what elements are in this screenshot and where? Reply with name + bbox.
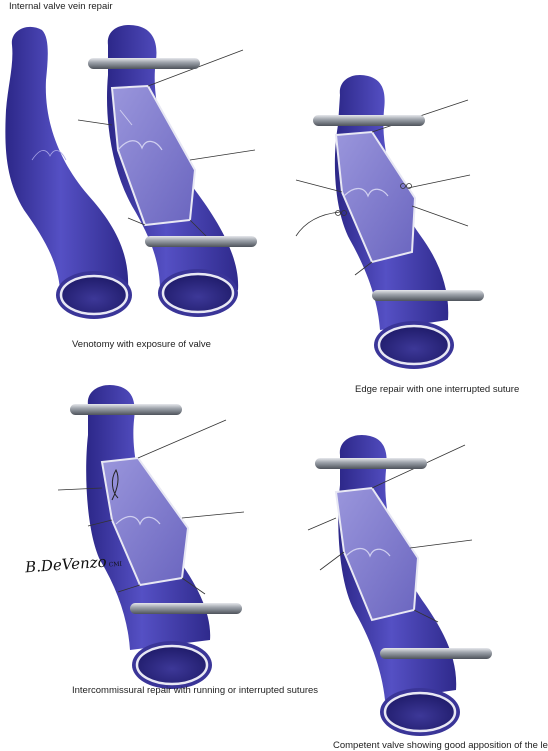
panel-caption-venotomy: Venotomy with exposure of valve [72, 339, 211, 350]
vascular-clamp [315, 458, 492, 659]
signature-suffix: CMI [108, 560, 123, 569]
vascular-clamp [70, 404, 242, 614]
intact-vein [5, 26, 132, 319]
panel-caption-competent-valve: Competent valve showing good apposition … [333, 740, 548, 751]
vascular-clamp [313, 115, 484, 301]
interrupted-suture-knot [335, 183, 412, 216]
suture-lines-3 [57, 419, 245, 595]
repaired-vein [334, 434, 460, 736]
vascular-clamp [88, 58, 257, 247]
panel-caption-edge-repair: Edge repair with one interrupted suture [355, 384, 520, 395]
opened-vein-3 [86, 384, 212, 689]
panel-caption-intercommissural-repair: Intercommissural repair with running or … [72, 685, 319, 696]
opened-vein-2 [334, 74, 454, 369]
opened-vein-1 [107, 24, 239, 317]
figure-title: Internal valve vein repair [9, 1, 113, 12]
